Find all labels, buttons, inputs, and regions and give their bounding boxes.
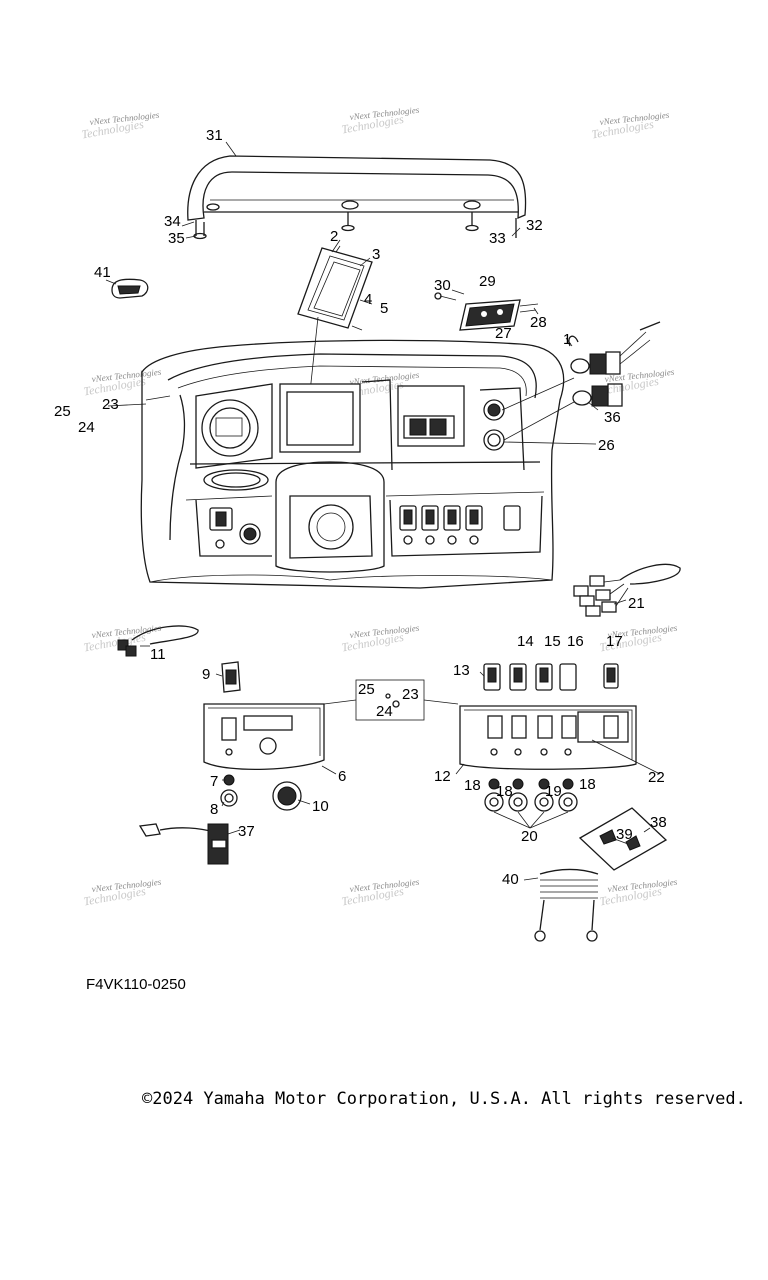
callout-7: 7 [210,773,218,790]
callout-10: 10 [312,798,329,815]
leader-lines [105,141,661,881]
right-switch-panel [459,663,637,829]
watermark: Technologies vNext Technologies [340,623,420,655]
callout-8: 8 [210,801,218,818]
socket-parts [501,321,661,441]
callout-17: 17 [606,633,623,650]
callout-26: 26 [598,437,615,454]
callout-18a: 18 [464,777,481,794]
callout-2: 2 [330,228,338,245]
callout-37: 37 [238,823,255,840]
callout-22: 22 [648,769,665,786]
callout-3: 3 [372,246,380,263]
callout-21: 21 [628,595,645,612]
left-switch-panel [203,661,325,811]
callout-38: 38 [650,814,667,831]
callout-29: 29 [479,273,496,290]
diagram-code: F4VK110-0250 [86,976,186,993]
watermark: Technologies vNext Technologies [598,877,678,909]
callout-13: 13 [453,662,470,679]
callout-19: 19 [545,783,562,800]
callout-15: 15 [544,633,561,650]
callout-14: 14 [517,633,534,650]
callout-41: 41 [94,264,111,281]
callout-4: 4 [364,291,372,308]
watermark: Technologies vNext Technologies [340,105,420,137]
plug-part [138,823,229,865]
callout-12: 12 [434,768,451,785]
callout-32: 32 [526,217,543,234]
grab-handle-part [187,155,527,240]
callout-36: 36 [604,409,621,426]
callout-11: 11 [150,646,166,663]
callout-5: 5 [380,300,388,317]
callout-40: 40 [502,871,519,888]
right-switch-bank [399,505,521,545]
copyright-notice: ©2024 Yamaha Motor Corporation, U.S.A. A… [142,1089,746,1109]
callout-24b: 24 [376,703,393,720]
rocker-switches [483,663,619,691]
dashboard-assembly [140,339,565,589]
callout-24: 24 [78,419,95,436]
lanyard-part [534,868,599,942]
inset-box [323,679,459,721]
switch-bracket-part [434,289,539,331]
callout-33: 33 [489,230,506,247]
callout-18c: 18 [579,776,596,793]
watermark: Technologies vNext Technologies [340,877,420,909]
harness-connectors [573,575,617,617]
callout-39: 39 [616,826,633,843]
callout-27: 27 [495,325,512,342]
callout-20: 20 [521,828,538,845]
callout-23: 23 [102,396,119,413]
callout-1: 1 [563,331,571,348]
callout-34: 34 [164,213,181,230]
callout-25b: 25 [358,681,375,698]
switch-kit-part [578,807,668,871]
callout-23b: 23 [402,686,419,703]
display-unit-part [297,245,373,393]
wire-harness-part [573,563,681,617]
callout-9: 9 [202,666,210,683]
indicator-lamps [484,778,578,812]
watermark: Technologies vNext Technologies [82,877,162,909]
callout-16: 16 [567,633,584,650]
callout-25: 25 [54,403,71,420]
callout-31: 31 [206,127,223,144]
callout-6: 6 [338,768,346,785]
callout-28: 28 [530,314,547,331]
callout-18b: 18 [496,783,513,800]
cable-part [117,625,199,657]
watermark: Technologies vNext Technologies [80,110,160,142]
callout-numbers: 31 34 35 32 33 2 3 4 5 41 30 29 27 28 1 … [54,127,667,888]
watermark: Technologies vNext Technologies [82,367,162,399]
callout-35: 35 [168,230,185,247]
watermark: Technologies vNext Technologies [590,110,670,142]
callout-30: 30 [434,277,451,294]
key-fob-part [111,278,149,299]
